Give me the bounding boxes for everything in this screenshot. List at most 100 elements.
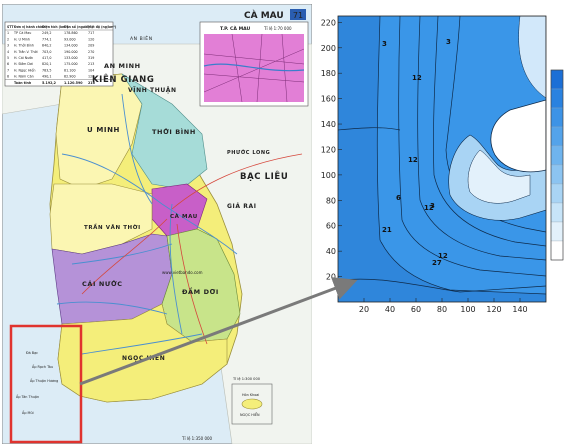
legend-cell: 270	[88, 50, 94, 54]
legend-cell: 3	[7, 44, 9, 48]
region-label: CÀ MAU	[170, 213, 198, 220]
region-label: NGỌC HIỂN	[122, 354, 165, 362]
legend-cell: 6	[7, 62, 9, 66]
coast-label: Ấp Rạch Tàu	[32, 364, 53, 369]
legend-cell: 213	[88, 62, 94, 66]
main-scale: Tỉ lệ 1:350 000	[181, 436, 213, 441]
contour-label: 12	[438, 252, 448, 260]
region-label: AN MINH	[104, 62, 141, 70]
legend-cell: 134.000	[64, 44, 78, 48]
coast-label: Ấp Tân Thuận	[16, 394, 39, 399]
y-tick-label: 20	[326, 273, 336, 282]
page-number: 71	[293, 11, 303, 20]
inset-scale: Tỉ lệ 1:70 000	[263, 26, 292, 31]
legend-cell: 319	[88, 56, 94, 60]
contour-label: 3	[446, 38, 451, 46]
y-tick-label: 60	[326, 222, 336, 231]
legend-cell: 93.000	[64, 37, 76, 41]
y-axis: 20 40 60 80 100 120 140 160 180 200 220	[321, 18, 342, 282]
land-mass	[490, 99, 546, 173]
legend-total-cell: 5.192,2	[42, 81, 56, 85]
region-label: CÁI NƯỚC	[82, 279, 123, 288]
legend-header-3: Dân số (người)	[64, 25, 90, 29]
region-label: VĨNH THUẬN	[128, 87, 177, 94]
region-label: THỚI BÌNH	[152, 127, 196, 136]
legend-cell: 81.100	[64, 68, 76, 72]
y-tick-label: 220	[321, 18, 336, 27]
website-watermark: www.vietbando.com	[162, 270, 203, 275]
coast-label: Đá Bạc	[26, 351, 38, 355]
legend-total-cell: 1.120.590	[64, 81, 83, 85]
y-tick-label: 200	[321, 44, 336, 53]
y-tick-label: 140	[321, 120, 336, 129]
coast-label: NGỌC HIỂN	[240, 412, 260, 417]
region-label: GIÁ RAI	[227, 203, 257, 210]
legend-total-cell: Toàn tỉnh	[14, 81, 32, 85]
legend-cell: 249,2	[42, 31, 51, 35]
y-tick-label: 80	[326, 196, 336, 205]
legend-cell: 8	[7, 75, 9, 79]
legend-cell: 5	[7, 56, 9, 60]
legend-cell: 175.000	[64, 62, 78, 66]
page-number-badge	[290, 9, 306, 20]
x-tick-label: 100	[460, 305, 475, 314]
legend-header-4: Mật độ (ng/km²)	[88, 25, 117, 29]
river-network	[56, 93, 238, 355]
hon-khoai-island	[241, 398, 263, 410]
contour-label: 3	[382, 40, 387, 48]
legend-cell: 128	[88, 75, 94, 79]
legend-cell: H. U Minh	[14, 37, 30, 41]
x-tick-label: 60	[411, 305, 421, 314]
y-tick-label: 160	[321, 95, 336, 104]
region-label: KIÊN GIANG	[92, 73, 154, 85]
legend-cell: H. Thới Bình	[14, 44, 34, 48]
legend-cell: 774,1	[42, 37, 51, 41]
y-tick-label: 100	[321, 171, 336, 180]
legend-cell: H. Năm Căn	[14, 75, 34, 79]
island-scale: Tỉ lệ 1:300 000	[232, 377, 261, 381]
contour-lines	[338, 16, 546, 295]
region-label: BẠC LIÊU	[240, 170, 288, 182]
legend-cell: 717	[88, 31, 94, 35]
region-label: ĐẦM DƠI	[182, 286, 219, 296]
contour-label: 21	[382, 226, 392, 234]
contour-label: 12	[408, 156, 418, 164]
y-tick-label: 120	[321, 145, 336, 154]
legend-cell: 104	[88, 68, 94, 72]
x-tick-label: 80	[437, 305, 447, 314]
y-tick-label: 40	[326, 247, 336, 256]
island-inset-frame	[231, 383, 273, 425]
legend-cell: 820,1	[42, 62, 51, 66]
legend-cell: 7	[7, 68, 9, 72]
coastal-band	[518, 16, 546, 99]
coast-label: Ấp Mũi	[22, 410, 34, 415]
legend-header-1: Đơn vị hành chính	[14, 25, 45, 29]
coast-label: Hòn Khoai	[242, 393, 259, 397]
road-network	[81, 153, 303, 345]
link-arrow	[79, 277, 358, 386]
x-tick-label: 20	[359, 305, 369, 314]
legend-cell: 1	[7, 31, 9, 35]
legend-cell: 209	[88, 44, 94, 48]
contour-label: 12	[412, 74, 422, 82]
y-tick-label: 180	[321, 69, 336, 78]
legend-cell: 190.000	[64, 50, 78, 54]
legend-header-0: STT	[7, 25, 14, 29]
map-title: CÀ MAU	[244, 9, 284, 21]
x-tick-label: 40	[385, 305, 395, 314]
contour-label: 12	[424, 204, 434, 212]
legend-cell: 2	[7, 37, 9, 41]
inset-river	[203, 63, 305, 72]
legend-cell: H. Cái Nước	[14, 56, 33, 60]
city-inset: T.P. CÀ MAU Tỉ lệ 1:70 000	[199, 21, 309, 107]
legend-cell: 783,5	[42, 68, 51, 72]
region-label: AN BIÊN	[130, 34, 153, 42]
legend-cell: 133.000	[64, 56, 78, 60]
region-label: PHƯỚC LONG	[227, 149, 270, 156]
deep-water-band	[338, 16, 546, 302]
